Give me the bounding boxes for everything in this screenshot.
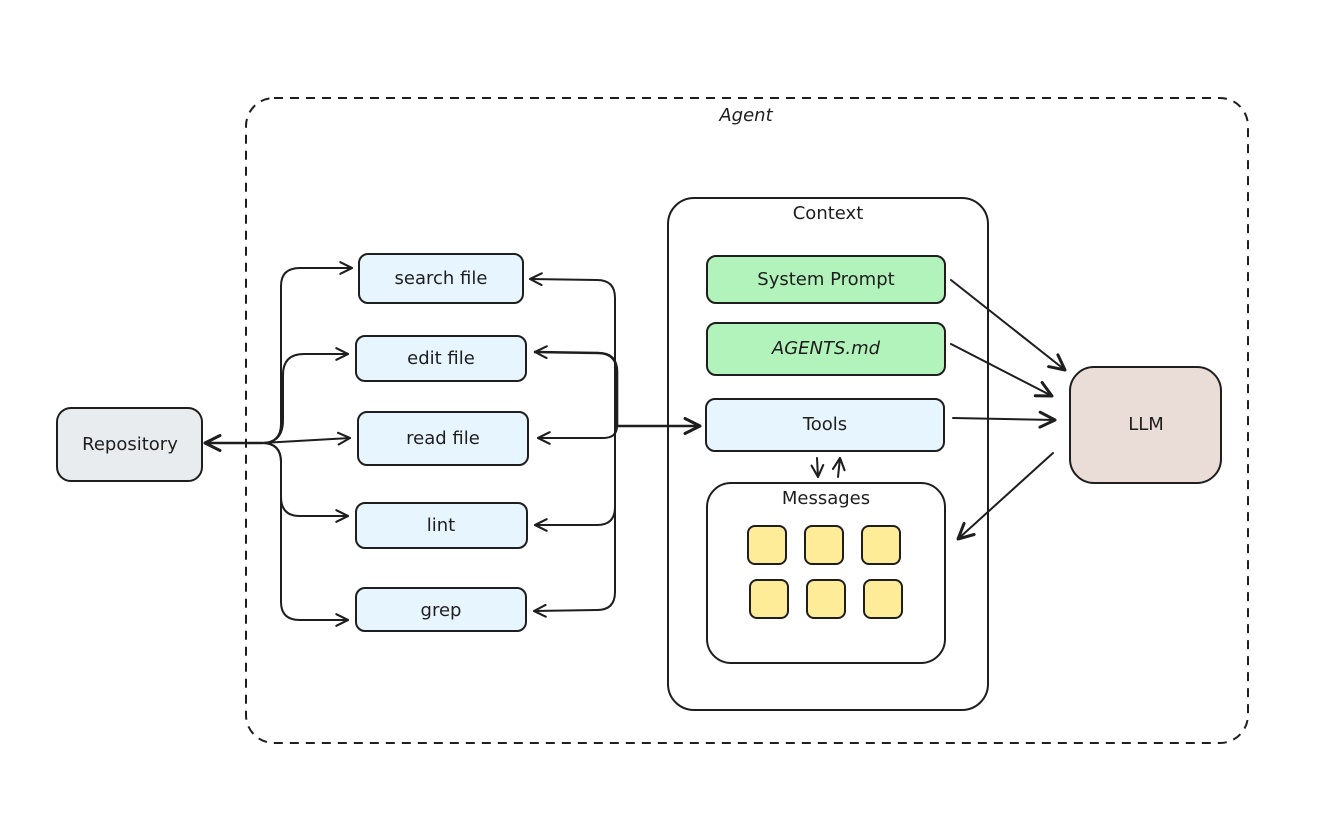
- edge-repo-to-lint: [261, 442, 350, 523]
- edge-tools-to-search-file: [528, 272, 616, 427]
- lint-label: lint: [427, 515, 455, 536]
- edge-repo-to-edit-file: [261, 347, 350, 444]
- edge-tools-to-llm: [952, 410, 1057, 429]
- llm-box: [1069, 366, 1222, 484]
- search-file-node: search file: [358, 253, 524, 304]
- edge-agents-md-to-llm: [950, 343, 1054, 398]
- tools-edges: [528, 272, 702, 618]
- llm-node: LLM: [1069, 366, 1222, 484]
- search-file-label: search file: [395, 268, 488, 289]
- agent-group-border: [245, 97, 1249, 744]
- edge-tools-to-edit-file: [533, 345, 619, 428]
- messages-label: Messages: [782, 488, 870, 509]
- agents-md-label: AGENTS.md: [771, 338, 881, 359]
- message-tile: [804, 525, 844, 565]
- edit-file-box: [355, 335, 527, 382]
- lint-box: [355, 502, 528, 549]
- llm-edges: [950, 279, 1067, 541]
- edge-tools-to-read-file: [536, 425, 618, 445]
- grep-label: grep: [421, 600, 462, 621]
- agents-md-node: AGENTS.md: [706, 322, 946, 376]
- repository-node: Repository: [56, 407, 203, 482]
- llm-label: LLM: [1128, 414, 1164, 435]
- edge-repo-to-read-file: [261, 431, 352, 446]
- repository-box: [56, 407, 203, 482]
- edge-repo-to-grep: [261, 442, 350, 627]
- tools-box: [705, 398, 945, 452]
- message-tiles: [747, 525, 903, 619]
- lint-node: lint: [355, 502, 528, 549]
- system-prompt-node: System Prompt: [706, 255, 946, 304]
- read-file-node: read file: [357, 411, 529, 466]
- agents-md-box: [706, 322, 946, 376]
- agent-group: Agent: [245, 97, 1249, 744]
- read-file-box: [357, 411, 529, 466]
- messages-box: [706, 482, 946, 664]
- message-tile: [747, 525, 787, 565]
- repo-edges: [203, 261, 354, 627]
- message-tile: [806, 579, 846, 619]
- edge-llm-to-messages: [956, 452, 1054, 541]
- tools-node: Tools: [705, 398, 945, 452]
- edit-file-node: edit file: [355, 335, 527, 382]
- agent-group-label: Agent: [718, 105, 773, 126]
- system-prompt-label: System Prompt: [757, 269, 894, 290]
- tools-messages-edges: [810, 456, 846, 479]
- edge-messages-to-tools: [831, 456, 846, 478]
- grep-box: [355, 587, 527, 632]
- messages-group: Messages: [706, 482, 946, 664]
- tools-label: Tools: [802, 414, 847, 435]
- edge-tools-to-lint: [533, 425, 616, 532]
- message-tile: [749, 579, 789, 619]
- system-prompt-box: [706, 255, 946, 304]
- edge-tools-to-grep: [532, 425, 616, 618]
- edge-system-prompt-to-llm: [950, 279, 1067, 372]
- edge-tools-to-messages: [810, 457, 825, 479]
- context-group-label: Context: [793, 203, 864, 224]
- search-file-box: [358, 253, 524, 304]
- read-file-label: read file: [406, 428, 480, 449]
- message-tile: [861, 525, 901, 565]
- edit-file-label: edit file: [407, 348, 475, 369]
- repository-label: Repository: [82, 434, 178, 455]
- grep-node: grep: [355, 587, 527, 632]
- edge-repo-to-search-file: [261, 261, 354, 444]
- message-tile: [863, 579, 903, 619]
